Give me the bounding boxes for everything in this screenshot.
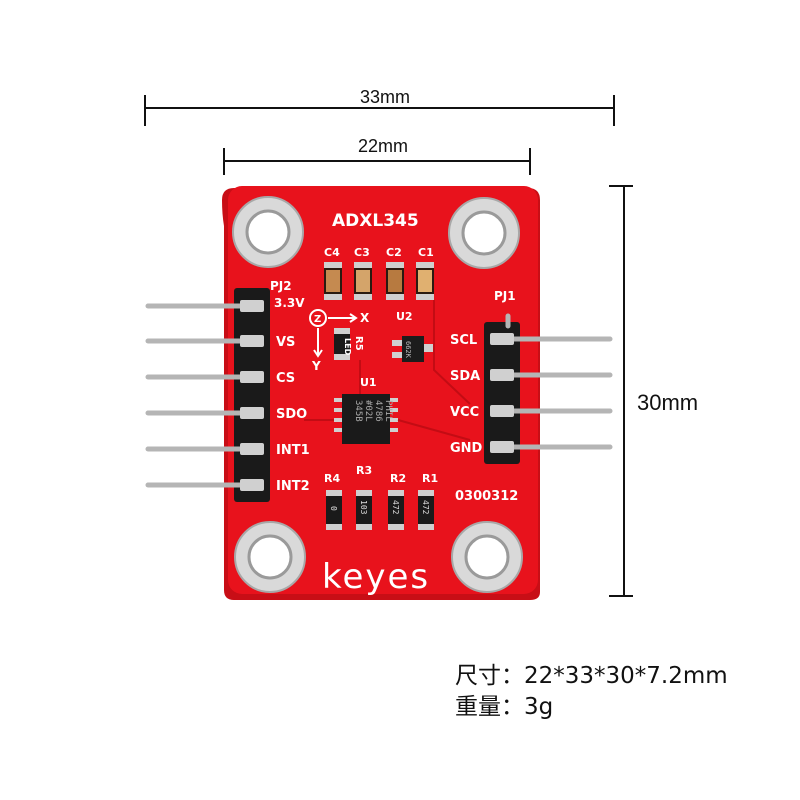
left-pin-label: CS xyxy=(276,371,295,386)
board-code: 0300312 xyxy=(455,489,518,504)
left-pin-label: INT2 xyxy=(276,479,310,494)
axis-x-label: X xyxy=(360,311,370,325)
spec-size: 尺寸：22*33*30*7.2mm xyxy=(455,656,728,690)
chip-marking: 345B #02L 4786 PHIL xyxy=(353,400,393,422)
spec-weight: 重量：3g xyxy=(455,687,553,721)
led-label: LED xyxy=(343,338,352,356)
spec-weight-value: 3g xyxy=(524,694,554,720)
dimension-height xyxy=(609,185,633,597)
resistor-label: R2 xyxy=(390,472,406,485)
right-header-label: PJ1 xyxy=(494,289,516,303)
axis-indicator-icon xyxy=(309,309,358,358)
resistor-code: 472 xyxy=(421,500,430,515)
mounting-hole-top-right xyxy=(448,197,520,269)
chip-marking-line: PHIL xyxy=(383,400,393,422)
chip-marking-line: 4786 xyxy=(373,400,383,422)
u1-label: U1 xyxy=(360,376,377,389)
dimension-inner-width-label: 22mm xyxy=(358,136,408,156)
mounting-hole-top-left xyxy=(232,196,304,268)
right-pin-header xyxy=(484,313,613,464)
capacitor-label: C1 xyxy=(418,246,434,259)
capacitor-label: C4 xyxy=(324,246,340,259)
pcb-traces xyxy=(304,300,471,441)
chip-marking-line: #02L xyxy=(363,400,373,422)
axis-y-label: Y xyxy=(311,359,321,373)
resistor-code: 0 xyxy=(329,506,338,511)
resistor-label: R3 xyxy=(356,464,372,477)
dimension-inner-width xyxy=(223,148,531,175)
spec-size-label: 尺寸： xyxy=(455,663,524,689)
left-pin-header xyxy=(145,288,270,502)
u2-code: 662K xyxy=(404,341,412,359)
board-title: ADXL345 xyxy=(332,211,419,231)
dimension-height-label: 30mm xyxy=(637,390,698,415)
capacitors xyxy=(324,262,434,300)
right-pin-label: SDA xyxy=(450,369,480,384)
left-header-label: PJ2 xyxy=(270,279,292,293)
left-pin-label: VS xyxy=(276,335,295,350)
capacitor-label: C2 xyxy=(386,246,402,259)
spec-weight-label: 重量： xyxy=(455,694,524,720)
chip-marking-line: 345B xyxy=(353,400,363,422)
r5-label: R5 xyxy=(353,336,364,351)
capacitor-label: C3 xyxy=(354,246,370,259)
u2-label: U2 xyxy=(396,310,413,323)
left-pin-label: 3.3V xyxy=(274,296,305,310)
dimension-total-width xyxy=(144,95,615,126)
right-pin-label: SCL xyxy=(450,333,477,348)
resistor-label: R1 xyxy=(422,472,438,485)
resistor-code: 472 xyxy=(391,500,400,515)
right-pin-label: VCC xyxy=(450,405,479,420)
brand-logo: keyes xyxy=(322,557,430,597)
axis-z-label: Z xyxy=(314,314,321,325)
left-pin-label: INT1 xyxy=(276,443,310,458)
resistor-code: 103 xyxy=(359,500,368,515)
u2-chip xyxy=(392,336,434,362)
led-component xyxy=(334,328,350,360)
resistors xyxy=(326,490,434,530)
dimension-total-width-label: 33mm xyxy=(360,87,410,107)
mounting-hole-bottom-left xyxy=(234,521,306,593)
u1-chip xyxy=(334,394,398,444)
mounting-hole-bottom-right xyxy=(451,521,523,593)
resistor-label: R4 xyxy=(324,472,340,485)
left-pin-label: SDO xyxy=(276,407,307,422)
right-pin-label: GND xyxy=(450,441,483,456)
spec-size-value: 22*33*30*7.2mm xyxy=(524,663,728,689)
